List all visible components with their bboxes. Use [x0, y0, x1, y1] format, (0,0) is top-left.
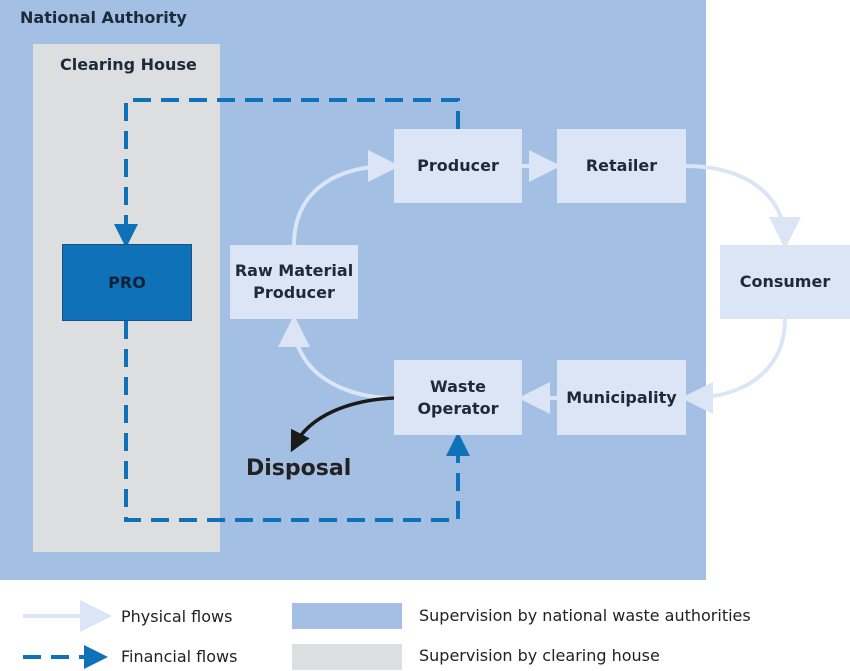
disposal-label: Disposal — [246, 456, 352, 481]
raw-material-label-line2: Producer — [253, 283, 335, 302]
legend-physical-flows: Physical flows — [121, 607, 233, 626]
flow-rawmaterial-to-producer — [292, 150, 400, 246]
municipality-label: Municipality — [566, 387, 677, 407]
waste-operator-label-line2: Operator — [417, 398, 499, 418]
raw-material-producer-node: Raw Material Producer — [230, 245, 358, 319]
financial-flow-pro-to-waste — [124, 321, 470, 522]
flow-retailer-to-consumer — [685, 164, 801, 249]
flow-consumer-to-municipality — [681, 318, 787, 414]
pro-label: PRO — [108, 272, 146, 292]
waste-operator-node: Waste Operator — [394, 360, 522, 435]
waste-operator-label-line1: Waste — [430, 376, 486, 396]
consumer-node: Consumer — [720, 245, 850, 319]
producer-label: Producer — [417, 156, 499, 175]
legend-clearing-swatch — [292, 644, 402, 670]
producer-node: Producer — [394, 129, 522, 203]
retailer-node: Retailer — [557, 129, 686, 203]
financial-flow-producer-to-pro — [114, 98, 460, 248]
legend-clearing-supervision: Supervision by clearing house — [419, 646, 660, 665]
flow-waste-to-disposal — [290, 396, 395, 453]
legend-financial-flows: Financial flows — [121, 647, 238, 666]
pro-node: PRO — [62, 244, 192, 321]
municipality-node: Municipality — [557, 360, 686, 435]
flow-waste-to-rawmaterial — [278, 315, 395, 400]
retailer-label: Retailer — [585, 156, 658, 175]
legend-national-swatch — [292, 603, 402, 629]
national-authority-title: National Authority — [20, 8, 187, 27]
raw-material-label-line1: Raw Material — [234, 261, 354, 280]
consumer-label: Consumer — [739, 272, 831, 291]
clearing-house-title: Clearing House — [60, 55, 197, 74]
legend-national-supervision: Supervision by national waste authoritie… — [419, 606, 751, 625]
